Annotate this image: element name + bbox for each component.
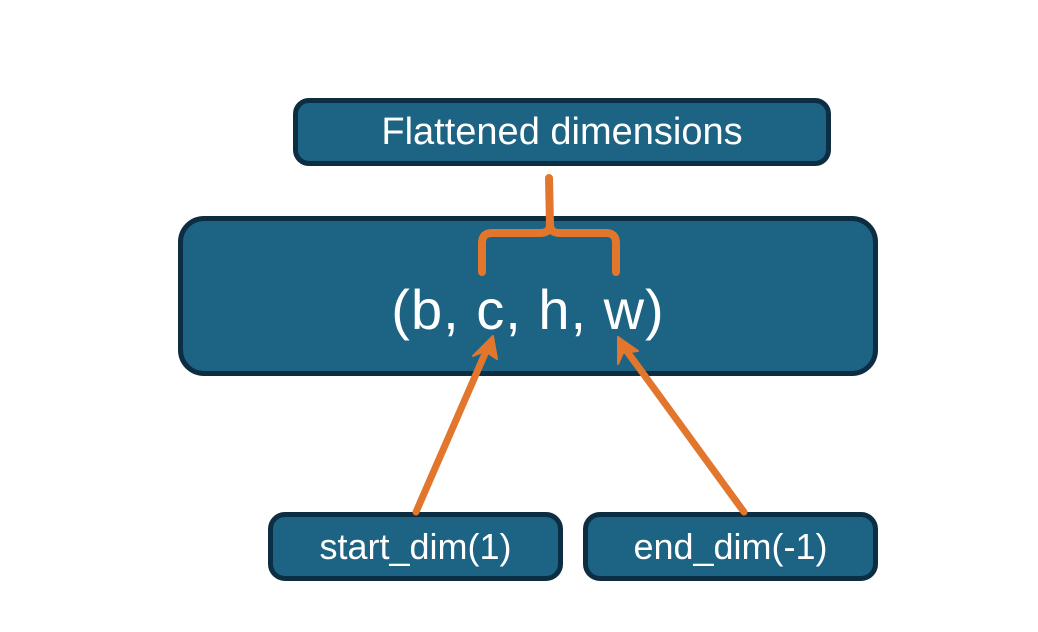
tensor-shape-box: (b, c, h, w) — [178, 216, 878, 376]
start-dim-box: start_dim(1) — [268, 512, 563, 581]
tensor-shape-label: (b, c, h, w) — [391, 278, 665, 341]
end-dim-label: end_dim(-1) — [633, 525, 828, 567]
end-dim-box: end_dim(-1) — [583, 512, 878, 581]
flattened-dimensions-box: Flattened dimensions — [293, 98, 831, 166]
flattened-dimensions-label: Flattened dimensions — [381, 111, 743, 153]
start-dim-label: start_dim(1) — [319, 525, 512, 567]
